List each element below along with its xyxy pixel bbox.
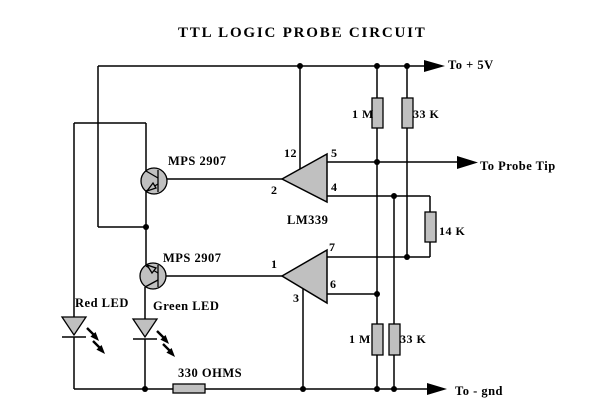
junction-dots: [142, 63, 410, 392]
transistor-bottom: [139, 262, 167, 290]
junction-dot: [297, 63, 303, 69]
transistor-top-label: MPS 2907: [168, 154, 227, 168]
power-terminal-arrow-icon: [424, 60, 445, 72]
green-led-ray2: [162, 343, 171, 352]
resistor-1m-top: [371, 97, 384, 129]
resistor-330-ohms: [172, 383, 206, 394]
green-led-ray2-head: [166, 348, 175, 357]
transistor-top: [140, 167, 168, 195]
red-led-light-icon: [86, 327, 105, 354]
green-led-anode-triangle: [131, 318, 159, 339]
junction-dot: [142, 386, 148, 392]
junction-dot: [374, 291, 380, 297]
resistor-33k-top: [401, 97, 414, 129]
red-led-ray1: [86, 327, 95, 336]
transistor-top-emitter-arrow-icon: [145, 181, 157, 193]
resistor-14k-label: 14 K: [439, 224, 466, 238]
red-led-anode-triangle: [60, 316, 88, 337]
resistor-33k-bottom: [388, 323, 401, 356]
resistor-14k: [424, 211, 437, 243]
resistor-1m-top-label: 1 M: [352, 107, 374, 121]
pin-2-label: 2: [271, 183, 278, 197]
led-light-arrows: [86, 327, 175, 357]
terminal-power-label: To + 5V: [448, 58, 494, 72]
green-led-label: Green LED: [153, 299, 219, 313]
resistor-33k-bottom-label: 33 K: [400, 332, 427, 346]
terminal-ground-label: To - gnd: [455, 384, 503, 398]
transistor-top-collector-lead: [145, 170, 159, 179]
transistor-bottom-collector-lead: [144, 279, 159, 288]
junction-dot: [374, 63, 380, 69]
pin-12-label: 12: [284, 146, 297, 160]
junction-dot: [391, 193, 397, 199]
red-led-ray1-head: [90, 332, 99, 341]
red-led: [60, 316, 88, 338]
pin-3-label: 3: [293, 291, 300, 305]
pin-7-label: 7: [329, 240, 336, 254]
junction-dot: [404, 63, 410, 69]
ic-part-label: LM339: [287, 213, 328, 227]
junction-dot: [143, 224, 149, 230]
transistor-bottom-body: [139, 262, 167, 290]
component-shapes: [60, 97, 437, 394]
junction-dot: [404, 254, 410, 260]
green-led-light-icon: [156, 330, 175, 357]
pin-6-label: 6: [330, 277, 337, 291]
resistor-1m-bottom: [371, 323, 384, 356]
green-led-ray1: [156, 330, 165, 339]
comparator-bottom-triangle: [280, 248, 328, 305]
junction-dot: [374, 386, 380, 392]
junction-dot: [374, 159, 380, 165]
resistor-1m-bottom-label: 1 M: [349, 332, 371, 346]
junction-dot: [300, 386, 306, 392]
schematic-title: TTL LOGIC PROBE CIRCUIT: [178, 25, 427, 41]
pin-4-label: 4: [331, 180, 338, 194]
transistor-bottom-emitter-arrow-icon: [145, 263, 158, 275]
transistor-bottom-label: MPS 2907: [163, 251, 222, 265]
comparator-top-triangle: [280, 152, 328, 204]
pin-5-label: 5: [331, 146, 338, 160]
red-led-ray2: [92, 340, 101, 349]
ground-terminal-arrow-icon: [427, 383, 447, 395]
transistor-top-body: [140, 167, 168, 195]
green-led-ray1-head: [160, 335, 169, 344]
probe-terminal-arrow-icon: [457, 156, 478, 169]
red-led-label: Red LED: [75, 296, 129, 310]
resistor-330-label: 330 OHMS: [178, 366, 242, 380]
red-led-ray2-head: [96, 345, 105, 354]
pin-1-label: 1: [271, 257, 278, 271]
resistor-33k-top-label: 33 K: [413, 107, 440, 121]
terminal-arrows: [424, 60, 478, 395]
green-led: [131, 318, 159, 340]
junction-dot: [391, 386, 397, 392]
terminal-probe-label: To Probe Tip: [480, 159, 556, 173]
